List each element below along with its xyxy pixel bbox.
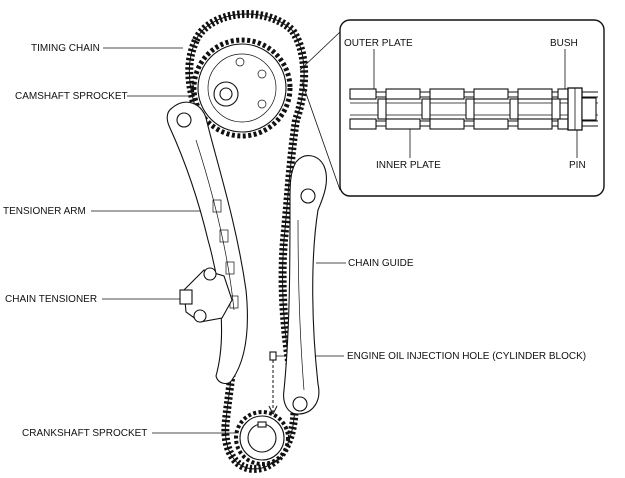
chain-strip (349, 87, 598, 131)
chain-detail-inset: OUTER PLATE BUSH INNER PLATE PIN (299, 19, 605, 197)
chain-guide (283, 155, 327, 415)
label-tensioner-arm: TENSIONER ARM (3, 206, 86, 217)
chain-tensioner (179, 267, 233, 323)
label-crankshaft-sprocket: CRANKSHAFT SPROCKET (22, 428, 147, 439)
chain-links (349, 88, 569, 130)
crankshaft-sprocket (234, 410, 290, 466)
label-engine-oil-injection-hole: ENGINE OIL INJECTION HOLE (CYLINDER BLOC… (347, 351, 586, 362)
tensioner-arm (166, 101, 248, 385)
label-inner-plate: INNER PLATE (376, 160, 441, 171)
label-bush: BUSH (550, 38, 578, 49)
label-chain-tensioner: CHAIN TENSIONER (5, 294, 97, 305)
label-pin: PIN (569, 160, 586, 171)
inset-callout-bottom (301, 81, 341, 191)
label-chain-guide: CHAIN GUIDE (348, 258, 414, 269)
label-outer-plate: OUTER PLATE (344, 38, 413, 49)
label-camshaft-sprocket: CAMSHAFT SPROCKET (15, 91, 128, 102)
inset-callout-top (299, 31, 341, 71)
camshaft-sprocket (191, 37, 293, 139)
label-timing-chain: TIMING CHAIN (31, 43, 100, 54)
oil-injection-hole-marker (268, 351, 278, 416)
